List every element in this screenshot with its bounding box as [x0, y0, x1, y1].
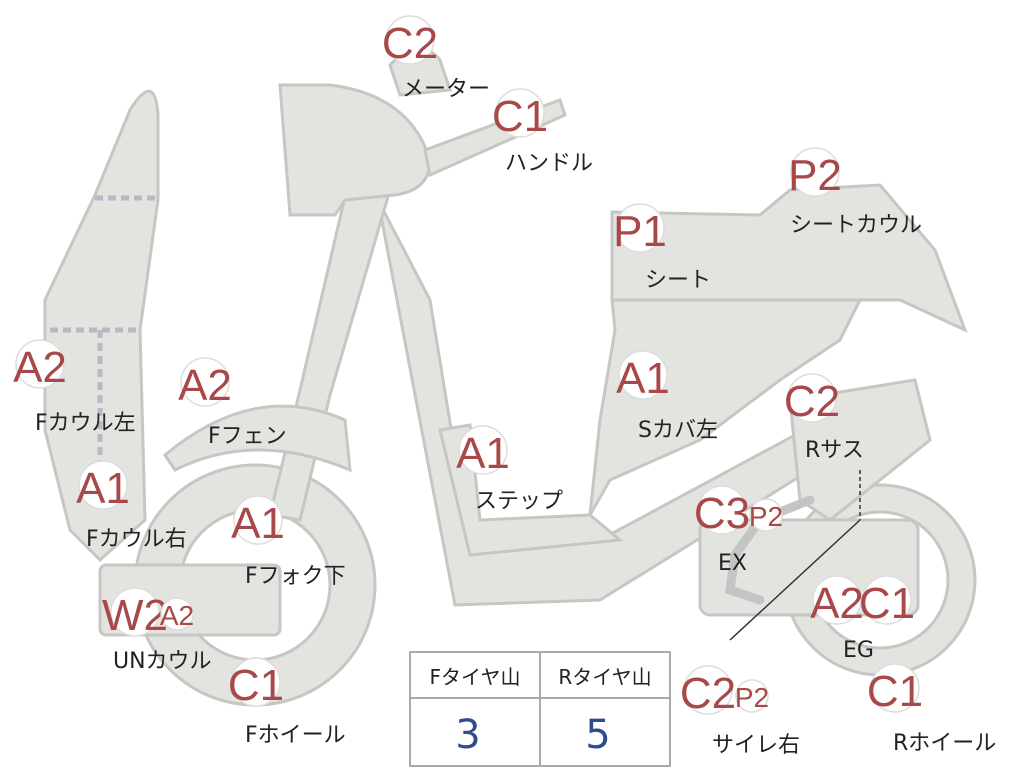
part-label: ハンドル [505, 151, 593, 176]
code-badge [790, 147, 840, 197]
part-r-wheel[interactable]: C1 Rホイール [867, 663, 996, 756]
part-r-suspension[interactable]: C2 Rサス [784, 373, 864, 463]
part-label: Fフォク下 [245, 564, 346, 589]
front-cowl-shape [43, 89, 160, 563]
part-f-cowl-right[interactable]: A1 Fカウル右 [76, 460, 187, 552]
part-seat-cowl[interactable]: P2 シートカウル [788, 147, 922, 238]
part-label: EG [843, 638, 874, 663]
part-label: Rホイール [893, 731, 996, 756]
part-muffler-right[interactable]: C2 P2 サイレ右 [680, 665, 800, 758]
part-handle[interactable]: C1 ハンドル [492, 88, 593, 176]
scooter-illustration [43, 47, 977, 707]
part-code: C2 [382, 19, 438, 68]
headlight-shape [278, 83, 432, 217]
part-code: C3 [694, 489, 750, 538]
code-badge [180, 357, 230, 407]
code-badge [787, 373, 837, 423]
part-label: メーター [402, 77, 490, 102]
part-meter[interactable]: C2 メーター [382, 15, 490, 102]
code-badge [870, 663, 920, 713]
code-badge-small [160, 597, 194, 631]
part-code: A2 [13, 343, 67, 392]
part-f-fender[interactable]: A2 Fフェン [178, 357, 287, 449]
code-badge [683, 665, 733, 715]
code-badge [618, 350, 668, 400]
part-label: Fカウル右 [86, 527, 187, 552]
part-label: Fホイール [245, 723, 346, 748]
part-label: シートカウル [790, 213, 922, 238]
part-code: W2 [102, 591, 168, 640]
part-un-cowl[interactable]: W2 A2 UNカウル [102, 587, 212, 674]
code-badge [697, 485, 747, 535]
part-label: UNカウル [113, 649, 212, 674]
fork-shape [268, 172, 392, 522]
code-badge [615, 203, 665, 253]
part-label: Fカウル左 [35, 411, 136, 436]
part-f-fork-lower[interactable]: A1 Fフォク下 [231, 495, 346, 589]
code-badge [231, 657, 281, 707]
part-label: サイレ右 [712, 733, 800, 758]
front-fender-shape [163, 404, 352, 473]
part-code: P2 [749, 501, 783, 532]
part-code: A1 [76, 464, 130, 513]
part-code: A1 [456, 429, 510, 478]
code-badge-small [735, 679, 769, 713]
part-engine[interactable]: A2 C1 EG [810, 575, 915, 663]
part-code: P2 [788, 151, 842, 200]
code-badge [15, 339, 65, 389]
tire-tread-table: Fタイヤ山 Rタイヤ山 3 5 [409, 651, 671, 767]
part-code: P1 [613, 207, 667, 256]
part-label: ステップ [475, 489, 563, 514]
part-code: C1 [228, 661, 284, 710]
code-badge [862, 575, 912, 625]
code-badge [812, 575, 862, 625]
side-cover-shape [588, 298, 863, 516]
part-code: C2 [784, 377, 840, 426]
part-label: シート [645, 268, 711, 293]
rear-tire-value: 5 [585, 712, 610, 758]
part-f-cowl-left[interactable]: A2 Fカウル左 [13, 339, 136, 436]
part-code: A2 [178, 361, 232, 410]
part-label: Fフェン [208, 424, 287, 449]
part-s-cover-left[interactable]: A1 Sカバ左 [616, 350, 718, 443]
part-exhaust[interactable]: C3 P2 EX [694, 485, 783, 576]
rear-tire-header: Rタイヤ山 [558, 665, 651, 689]
part-label: Rサス [805, 438, 864, 463]
part-f-wheel[interactable]: C1 Fホイール [228, 657, 346, 748]
code-badge-small [749, 498, 783, 532]
front-tire-value: 3 [455, 712, 480, 758]
part-seat[interactable]: P1 シート [613, 203, 711, 293]
part-code: A2 [160, 600, 194, 631]
part-label: Sカバ左 [638, 418, 718, 443]
part-step[interactable]: A1 ステップ [456, 425, 563, 514]
part-code: A1 [231, 499, 285, 548]
code-badge [78, 460, 128, 510]
part-code: P2 [735, 682, 769, 713]
code-badge [233, 495, 283, 545]
code-badge [495, 88, 545, 138]
code-badge [458, 425, 508, 475]
part-code: C1 [867, 667, 923, 716]
part-code: C1 [492, 92, 548, 141]
code-badge [385, 15, 435, 65]
part-code: C2 [680, 669, 736, 718]
muffler-leader-line [729, 519, 861, 641]
part-code: C1 [859, 579, 915, 628]
part-label: EX [718, 551, 747, 576]
front-tire-header: Fタイヤ山 [430, 665, 521, 689]
part-code: A1 [616, 354, 670, 403]
part-code: A2 [810, 579, 864, 628]
code-badge [110, 587, 160, 637]
